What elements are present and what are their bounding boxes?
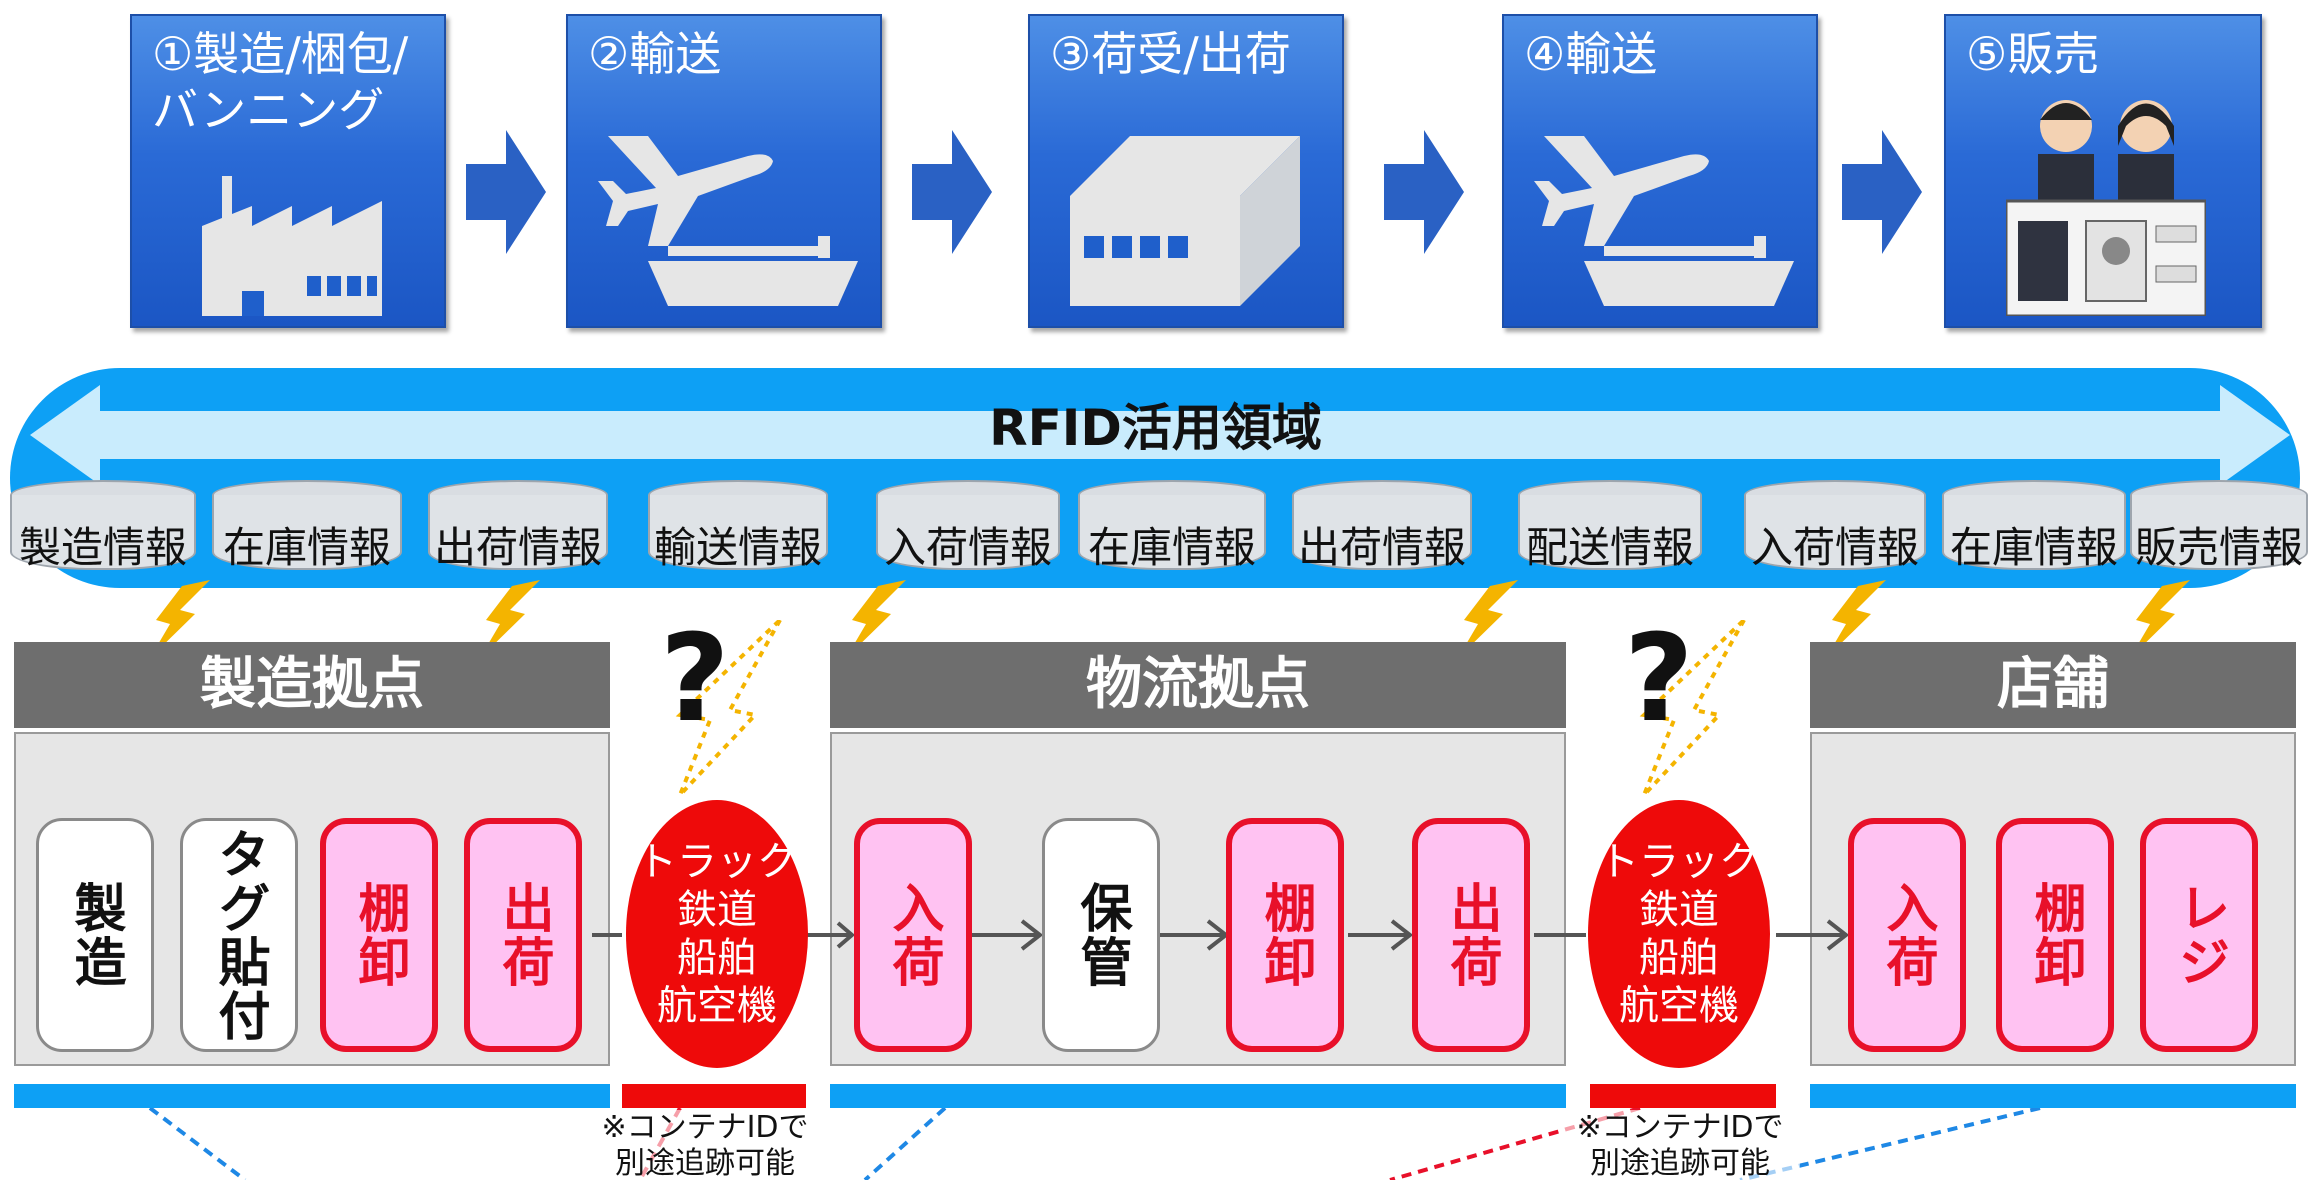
lightning-icon <box>846 580 906 658</box>
plane-ship-icon <box>1534 136 1794 306</box>
site-header-manufacturing: 製造拠点 <box>14 642 610 728</box>
lightning-icon <box>150 580 210 658</box>
step-transport-1: ②輸送 <box>566 14 882 328</box>
lightning-icon <box>480 580 540 658</box>
process-card: タグ貼付 <box>180 818 298 1052</box>
step-manufacturing: ①製造/梱包/ バンニング <box>130 14 446 328</box>
site-bar <box>14 1084 610 1108</box>
process-card-rfid: レジ <box>2140 818 2258 1052</box>
info-label: 在庫情報 <box>1949 523 2118 572</box>
process-card-rfid: 棚卸 <box>1996 818 2114 1052</box>
container-note: ※コンテナIDで 別途追跡可能 <box>590 1110 820 1182</box>
process-card-rfid: 出荷 <box>1412 818 1530 1052</box>
double-arrow-icon <box>30 385 2290 485</box>
info-cylinder: 販売情報 <box>2130 480 2308 572</box>
site-bar <box>1810 1084 2296 1108</box>
info-label: 入荷情報 <box>1750 523 1919 572</box>
lightning-icon <box>2130 580 2190 658</box>
step-transport-2: ④輸送 <box>1502 14 1818 328</box>
warehouse-icon <box>1070 136 1300 306</box>
info-cylinder: 在庫情報 <box>1078 480 1266 572</box>
process-card-rfid: 棚卸 <box>1226 818 1344 1052</box>
shop-staff-icon <box>2006 100 2206 316</box>
process-card-rfid: 出荷 <box>464 818 582 1052</box>
info-label: 配送情報 <box>1525 523 1694 572</box>
step-label: ⑤販売 <box>1966 27 2100 81</box>
info-cylinder: 在庫情報 <box>1942 480 2126 572</box>
process-card-rfid: 入荷 <box>1848 818 1966 1052</box>
dashed-links <box>148 1108 2041 1180</box>
site-header-store: 店舗 <box>1810 642 2296 728</box>
process-card-rfid: 棚卸 <box>320 818 438 1052</box>
step-label: ③荷受/出荷 <box>1050 27 1291 81</box>
info-label: 在庫情報 <box>1087 523 1256 572</box>
factory-icon <box>202 176 382 316</box>
transport-modes: トラック 鉄道 船舶 航空機 <box>626 800 808 1068</box>
unknown-mark: ? <box>660 610 730 749</box>
plane-ship-icon <box>598 136 858 306</box>
step-label: ①製造/梱包/ バンニング <box>152 27 409 137</box>
step-sales: ⑤販売 <box>1944 14 2262 328</box>
info-label: 輸送情報 <box>653 523 822 572</box>
info-cylinder: 出荷情報 <box>1292 480 1472 572</box>
transport-bar <box>622 1084 806 1108</box>
info-cylinder: 入荷情報 <box>1744 480 1926 572</box>
arrow-icon <box>1384 130 1464 254</box>
info-label: 販売情報 <box>2134 523 2303 572</box>
process-card: 保管 <box>1042 818 1160 1052</box>
info-cylinder: 在庫情報 <box>212 480 402 572</box>
lightning-icon <box>1826 580 1886 658</box>
info-cylinder: 入荷情報 <box>876 480 1060 572</box>
info-cylinder: 製造情報 <box>10 480 196 572</box>
arrow-icon <box>912 130 992 254</box>
site-header-logistics: 物流拠点 <box>830 642 1566 728</box>
transport-modes: トラック 鉄道 船舶 航空機 <box>1588 800 1770 1068</box>
process-card-rfid: 入荷 <box>854 818 972 1052</box>
info-label: 在庫情報 <box>222 523 391 572</box>
dotted-lightning-icon <box>675 620 782 797</box>
info-cylinder: 出荷情報 <box>428 480 608 572</box>
process-card: 製造 <box>36 818 154 1052</box>
step-label: ②輸送 <box>588 27 722 81</box>
info-label: 出荷情報 <box>1297 523 1466 572</box>
info-cylinder: 輸送情報 <box>648 480 828 572</box>
info-label: 製造情報 <box>18 523 187 572</box>
info-label: 出荷情報 <box>433 523 602 572</box>
lightning-icon <box>1458 580 1518 658</box>
unknown-mark: ? <box>1624 610 1694 749</box>
step-receive-ship: ③荷受/出荷 <box>1028 14 1344 328</box>
info-label: 入荷情報 <box>883 523 1052 572</box>
dotted-lightning-icon <box>1639 620 1746 797</box>
container-note: ※コンテナIDで 別途追跡可能 <box>1560 1110 1800 1182</box>
arrow-icon <box>1842 130 1922 254</box>
info-cylinder: 配送情報 <box>1518 480 1702 572</box>
transport-bar <box>1590 1084 1776 1108</box>
arrow-icon <box>466 130 546 254</box>
rfid-title: RFID活用領域 <box>989 399 1322 457</box>
site-bar <box>830 1084 1566 1108</box>
step-label: ④輸送 <box>1524 27 1658 81</box>
